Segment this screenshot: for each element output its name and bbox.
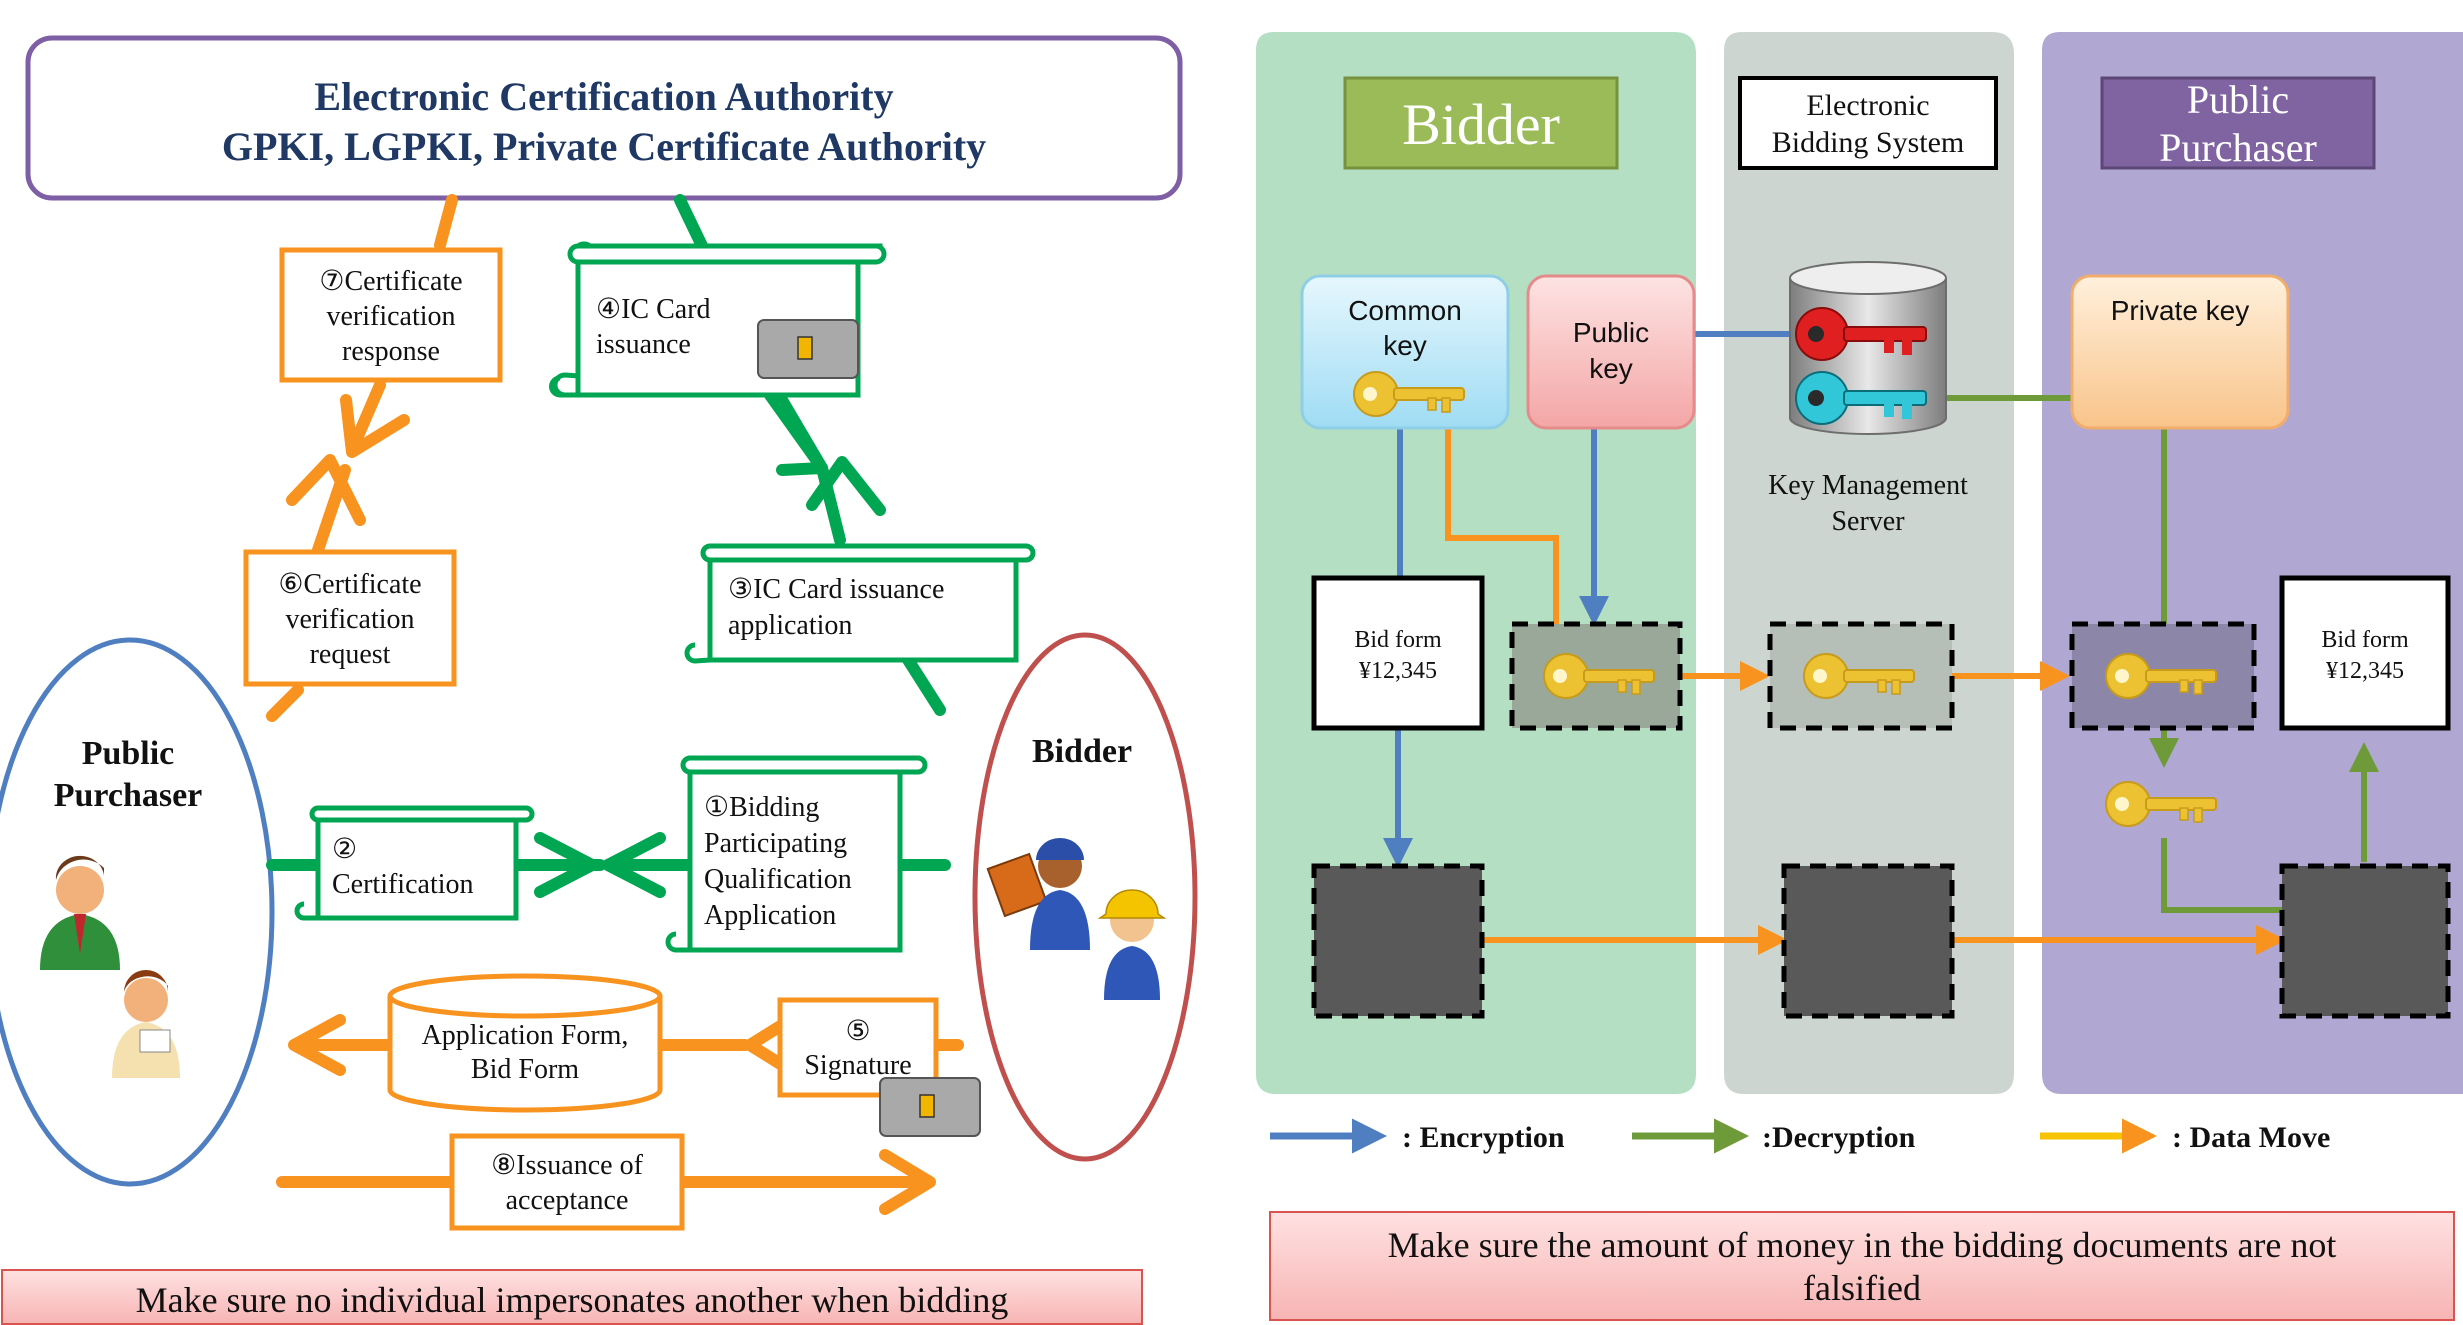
step8-line1: ⑧Issuance of [491,1150,644,1181]
step6-line2: verification [285,604,414,635]
step1-line4: Application [704,900,836,931]
left-diagram: Electronic Certification Authority GPKI,… [0,35,1198,1325]
right-caption-line1: Make sure the amount of money in the bid… [1388,1225,2337,1265]
common-key-box: Common key [1300,274,1510,430]
step1-line1: ①Bidding [704,792,819,823]
step5-line2: Signature [804,1050,911,1081]
public-key-box: Public key [1526,274,1696,430]
common-key-line1: Common [1348,295,1462,326]
right-diagram: Bidder Electronic Bidding System Public … [1256,32,2463,1321]
private-key-label: Private key [2111,295,2250,326]
certification-authority-box: Electronic Certification Authority GPKI,… [25,35,1183,201]
step2-certification: ② Certification [294,805,535,921]
step8-line2: acceptance [506,1185,629,1216]
legend-data-move-label: : Data Move [2172,1121,2330,1154]
authority-line2: GPKI, LGPKI, Private Certificate Authori… [222,124,986,169]
public-purchaser-actor: Public Purchaser [0,637,275,1187]
system-header-line2: Bidding System [1772,126,1965,159]
public-purchaser-line1: Public [82,735,175,772]
server-label-line1: Key Management [1768,470,1968,501]
step4-ic-card-issuance: ④IC Card issuance [549,241,887,398]
bidder-label: Bidder [1032,733,1132,770]
ic-card-flow-arrows [674,194,946,716]
encrypted-key-box-purchaser [2069,621,2257,731]
worker-icon [112,970,180,1078]
encrypted-data-box-system [1781,863,1955,1019]
legend-encryption-label: : Encryption [1402,1121,1565,1154]
step6-line3: request [310,639,391,670]
legend-encryption: : Encryption [1270,1118,1565,1154]
public-purchaser-line2: Purchaser [54,777,203,814]
database-line1: Application Form, [422,1020,629,1051]
acceptance-arrow [276,1149,936,1215]
step7-line2: verification [326,301,455,332]
step5-signature: ⑤ Signature [777,997,981,1137]
public-key-line1: Public [1573,317,1649,348]
authority-line1: Electronic Certification Authority [314,74,893,119]
legend-decryption: :Decryption [1632,1118,1916,1154]
server-label-line2: Server [1831,506,1905,537]
purchaser-header-line2: Purchaser [2159,125,2317,170]
system-header-line1: Electronic [1806,89,1929,122]
purchaser-header: Public Purchaser [2100,76,2376,170]
step4-line2: issuance [596,329,691,360]
businessman-icon [40,855,120,970]
step3-line2: application [728,610,852,641]
bidder-actor: Bidder [972,632,1198,1162]
step5-line1: ⑤ [845,1016,870,1047]
bid-form-right-line1: Bid form [2321,627,2409,653]
right-caption-line2: falsified [1803,1268,1921,1308]
legend-data-move: : Data Move [2040,1118,2330,1154]
legend-decryption-label: :Decryption [1762,1121,1916,1154]
step8-issuance-of-acceptance: ⑧Issuance of acceptance [449,1133,685,1231]
common-key-move-arrow [1445,428,1571,654]
left-caption-banner: Make sure no individual impersonates ano… [1,1269,1143,1325]
ic-card-icon [757,319,859,379]
private-key-box: Private key [2070,274,2290,430]
hardhat-worker-icon [1097,889,1167,1000]
database-line2: Bid Form [471,1054,579,1085]
bid-form-left-line2: ¥12,345 [1359,658,1437,684]
toolbox-worker-icon [986,838,1090,950]
step1-line3: Qualification [704,864,852,895]
system-header: Electronic Bidding System [1738,76,1998,170]
common-key-line2: key [1383,330,1427,361]
left-caption: Make sure no individual impersonates ano… [136,1280,1009,1320]
encrypted-data-box-purchaser [2279,863,2451,1019]
bid-form-left-line1: Bid form [1354,627,1442,653]
legend: : Encryption :Decryption : Data Move [1270,1118,2330,1154]
bidder-header: Bidder [1343,76,1619,170]
step3-line1: ③IC Card issuance [728,574,944,605]
purchaser-header-line1: Public [2187,77,2289,122]
key-management-server: Key Management Server [1768,261,1968,537]
bid-form-left: Bid form ¥12,345 [1311,575,1485,731]
bid-submission-arrow [288,1014,964,1076]
step7-certificate-verification-response: ⑦Certificate verification response [279,247,503,383]
right-caption-banner: Make sure the amount of money in the bid… [1269,1211,2455,1321]
step2-line2: Certification [332,869,474,900]
bid-form-right-line2: ¥12,345 [2326,658,2404,684]
step2-line1: ② [332,834,357,865]
bid-form-right: Bid form ¥12,345 [2279,575,2451,731]
certificate-verification-arrows [266,194,458,722]
certification-flow-arrow [266,832,951,898]
encrypted-key-box-system [1767,621,1955,731]
decryption-line-2 [2161,838,2282,913]
public-key-line2: key [1589,353,1633,384]
step7-line3: response [342,336,440,367]
step7-line1: ⑦Certificate [319,266,462,297]
step3-ic-card-issuance-application: ③IC Card issuance application [684,543,1036,664]
step1-line2: Participating [704,828,847,859]
step6-certificate-verification-request: ⑥Certificate verification request [243,549,457,687]
encrypted-data-box-bidder [1311,863,1485,1019]
bidder-header-label: Bidder [1402,92,1560,157]
flow-lines [1383,331,2379,955]
ic-card-icon [879,1077,981,1137]
encrypted-key-box-bidder [1509,621,1683,731]
step1-bidding-qualification-application: ①Bidding Participating Qualification App… [665,755,928,953]
application-bid-form-database: Application Form, Bid Form [387,973,663,1113]
step6-line1: ⑥Certificate [278,569,421,600]
step4-line1: ④IC Card [596,294,711,325]
